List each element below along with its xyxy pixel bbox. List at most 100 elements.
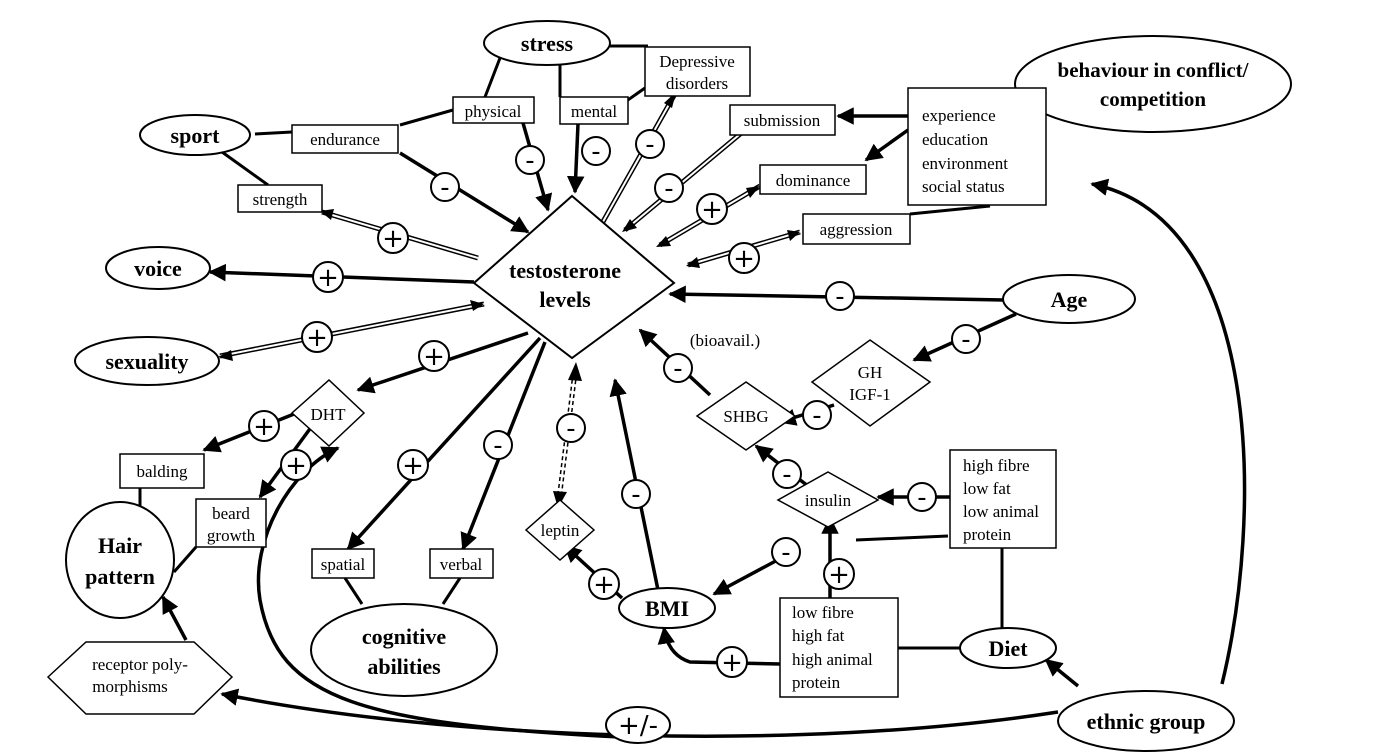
- gh-label: GH: [858, 363, 883, 382]
- igf-label: IGF-1: [849, 385, 891, 404]
- sign-gh-shbg-minus: -: [802, 400, 832, 431]
- aggression-label: aggression: [820, 220, 893, 239]
- submission-label: submission: [744, 111, 821, 130]
- sport-to-strength-line: [221, 150, 269, 187]
- sign-text: -: [917, 483, 926, 513]
- sport-label: sport: [171, 123, 221, 148]
- verbal-label: verbal: [440, 555, 483, 574]
- sign-text: -: [781, 538, 790, 568]
- low-fibre-label: low fibre: [792, 603, 854, 622]
- cognitive-label-line1: cognitive: [362, 624, 447, 649]
- high-fibre-label: high fibre: [963, 456, 1030, 475]
- high-fat-label: high fat: [792, 626, 845, 645]
- sign-ethnic-plus-minus: +/-: [605, 706, 671, 744]
- dominance-label: dominance: [776, 171, 851, 190]
- cognitive-to-spatial-line: [343, 577, 364, 605]
- sign-text: +: [721, 648, 743, 678]
- receptor-to-hair-arrow: [161, 595, 188, 641]
- sign-text: -: [782, 460, 791, 490]
- sign-depressive-minus: -: [635, 129, 665, 160]
- mental-label: mental: [571, 102, 618, 121]
- experience-label: experience: [922, 106, 996, 125]
- spatial-arrow: [346, 336, 542, 551]
- node-age: Age: [1002, 274, 1136, 324]
- sign-bmi-leptin-plus: +: [588, 568, 620, 600]
- sign-mental-minus: -: [581, 136, 611, 167]
- node-diet: Diet: [959, 627, 1057, 669]
- sign-markers: - - - - + + - + + + + + + + - - - + - - …: [248, 129, 981, 744]
- endurance-arrow: [399, 151, 530, 234]
- testosterone-label-line2: levels: [539, 287, 591, 312]
- sign-lowfibre-insulin-plus: +: [823, 558, 855, 590]
- cognitive-label-line2: abilities: [367, 654, 441, 679]
- node-sport: sport: [139, 114, 251, 156]
- sign-age-gh-minus: -: [951, 324, 981, 355]
- diet-label: Diet: [988, 636, 1028, 661]
- sign-sexuality-plus: +: [301, 321, 333, 353]
- sign-insulin-shbg-minus: -: [772, 459, 802, 490]
- bmi-label: BMI: [645, 596, 689, 621]
- beard-label-line2: growth: [207, 526, 256, 545]
- mental-arrow: [566, 123, 585, 194]
- node-bmi: BMI: [618, 587, 716, 629]
- experience-to-aggression-line: [909, 204, 991, 216]
- sign-submission-minus: -: [654, 173, 684, 204]
- balding-label: balding: [137, 462, 188, 481]
- highfibre-to-insulin-line: [855, 534, 949, 542]
- node-ethnic-group: ethnic group: [1057, 690, 1235, 752]
- hair-label-line2: pattern: [85, 564, 155, 589]
- behaviour-label-line2: competition: [1100, 87, 1206, 111]
- dht-label: DHT: [311, 405, 347, 424]
- sign-leptin-minus: -: [556, 413, 586, 444]
- sign-text: +: [733, 244, 755, 274]
- sign-lowfibre-bmi-plus: +: [716, 646, 748, 678]
- sign-text: -: [591, 137, 600, 167]
- dht-to-balding-arrow: [202, 412, 295, 453]
- sign-insulin-bmi-minus: -: [771, 537, 801, 568]
- sign-aggression-plus: +: [728, 242, 760, 274]
- box-verbal: verbal: [429, 548, 494, 579]
- node-stress: stress: [483, 20, 611, 66]
- physical-label: physical: [465, 102, 522, 121]
- ethnic-label: ethnic group: [1087, 709, 1206, 734]
- box-high-fibre: high fibre low fat low animal protein: [949, 449, 1057, 549]
- ethnic-to-dht-arrow: [256, 446, 641, 740]
- box-experience: experience education environment social …: [907, 87, 1047, 206]
- sign-bmi-minus: -: [621, 479, 651, 510]
- sign-text: -: [812, 401, 821, 431]
- stress-to-physical-line: [483, 57, 502, 98]
- physical-to-endurance-line: [399, 108, 454, 127]
- box-spatial: spatial: [311, 548, 375, 579]
- sign-text: +: [828, 560, 850, 590]
- low-animal-label: low animal: [963, 502, 1039, 521]
- age-label: Age: [1051, 287, 1088, 312]
- sign-beard-plus: +: [280, 449, 312, 481]
- high-animal-label: high animal: [792, 650, 873, 669]
- box-low-fibre: low fibre high fat high animal protein: [779, 597, 899, 698]
- sign-spatial-plus: +: [397, 449, 429, 481]
- box-submission: submission: [729, 104, 836, 136]
- sign-text: -: [525, 146, 534, 176]
- node-cognitive: cognitive abilities: [310, 603, 498, 697]
- bioavail-label: (bioavail.): [690, 331, 760, 350]
- hair-label-line1: Hair: [98, 533, 142, 558]
- sign-endurance-minus: -: [430, 172, 460, 203]
- endurance-label: endurance: [310, 130, 380, 149]
- depressive-label-line2: disorders: [666, 74, 728, 93]
- sign-highfibre-insulin-minus: -: [907, 482, 937, 513]
- box-depressive: Depressive disorders: [644, 46, 751, 97]
- sign-verbal-minus: -: [483, 430, 513, 461]
- diamond-dht: DHT: [290, 378, 366, 448]
- sign-text: +: [382, 224, 404, 254]
- low-fat-label: low fat: [963, 479, 1011, 498]
- sign-text: +: [317, 263, 339, 293]
- sign-text: +: [285, 451, 307, 481]
- leptin-label: leptin: [541, 521, 580, 540]
- sign-text: -: [961, 325, 970, 355]
- sign-text: +: [253, 412, 275, 442]
- shbg-label: SHBG: [723, 407, 768, 426]
- sign-text: +: [701, 195, 723, 225]
- sign-text: +: [423, 342, 445, 372]
- education-label: education: [922, 130, 989, 149]
